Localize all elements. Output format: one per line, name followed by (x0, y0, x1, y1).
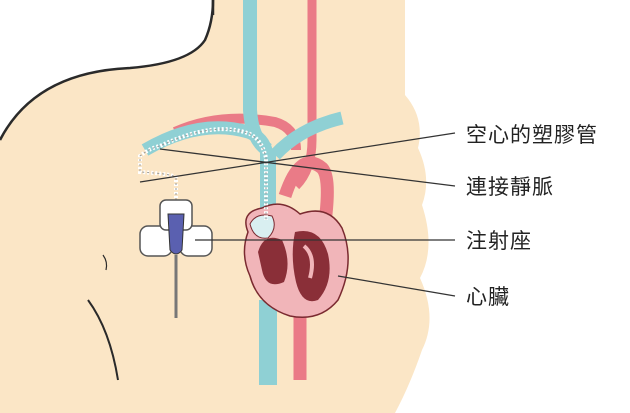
label-connect-vein: 連接靜脈 (466, 174, 554, 200)
port-reservoir (168, 214, 184, 254)
torso-skin (0, 0, 430, 413)
label-injection-port: 注射座 (466, 228, 532, 254)
label-hollow-plastic-tube: 空心的塑膠管 (466, 122, 598, 148)
label-heart: 心臟 (466, 284, 510, 310)
